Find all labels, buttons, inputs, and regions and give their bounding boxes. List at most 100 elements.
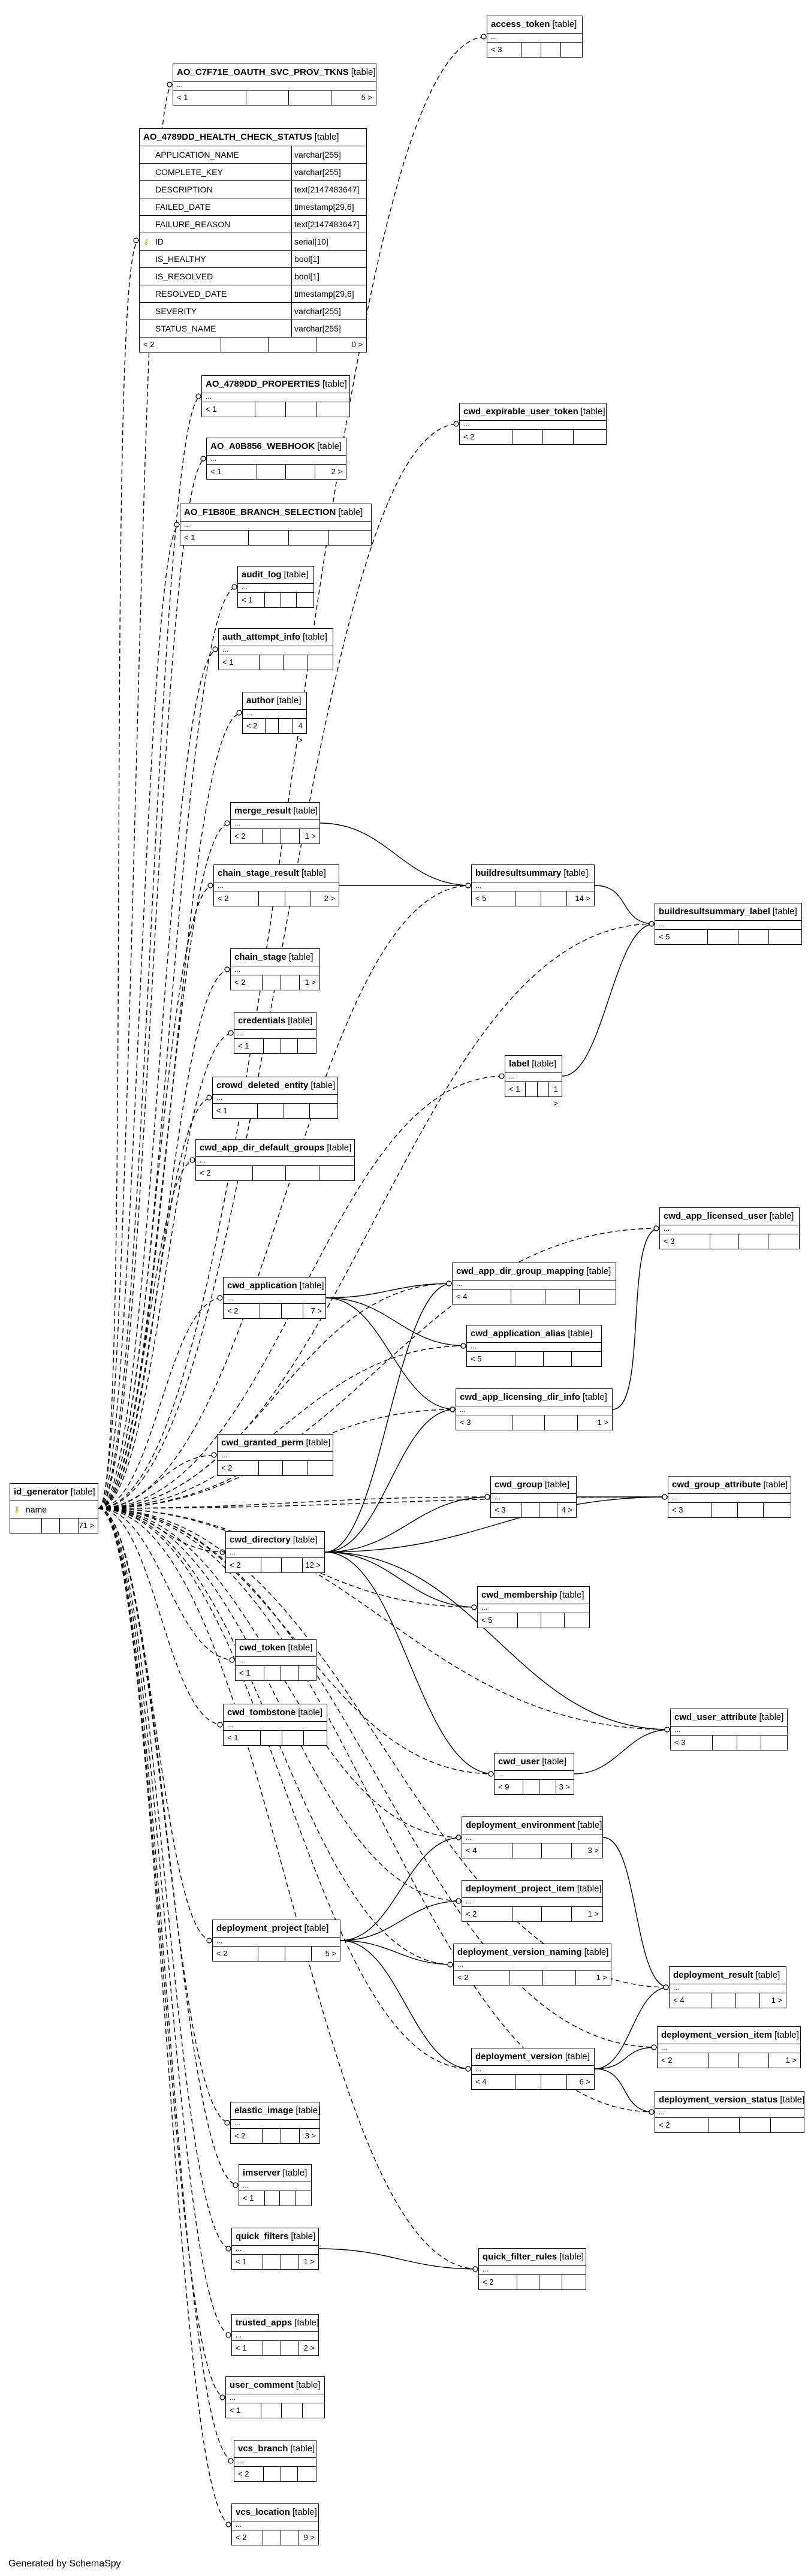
table-name[interactable]: chain_stage_result bbox=[218, 868, 299, 878]
table-name[interactable]: buildresultsummary bbox=[475, 868, 562, 878]
table-name[interactable]: deployment_version_status bbox=[659, 2095, 778, 2105]
table-auth-attempt[interactable]: auth_attempt_info[table]...< 1 bbox=[218, 628, 333, 670]
table-name[interactable]: cwd_token bbox=[239, 1643, 286, 1653]
table-name[interactable]: cwd_expirable_user_token bbox=[463, 406, 578, 417]
table-name[interactable]: AO_A0B856_WEBHOOK bbox=[210, 441, 315, 451]
table-expirable[interactable]: cwd_expirable_user_token[table]...< 2 bbox=[459, 403, 607, 445]
table-name[interactable]: cwd_application_alias bbox=[471, 1328, 566, 1339]
table-name[interactable]: quick_filters bbox=[236, 2231, 289, 2241]
table-quick-filter-rules[interactable]: quick_filter_rules[table]...< 2 bbox=[478, 2248, 586, 2290]
table-dir-group-mapping[interactable]: cwd_app_dir_group_mapping[table]...< 4 bbox=[452, 1263, 616, 1304]
table-name[interactable]: id_generator bbox=[14, 1487, 68, 1497]
table-name[interactable]: cwd_group_attribute bbox=[672, 1480, 761, 1490]
table-audit-log[interactable]: audit_log[table]...< 1 bbox=[237, 566, 314, 608]
table-credentials[interactable]: credentials[table]...< 1 bbox=[234, 1012, 316, 1054]
table-name[interactable]: cwd_granted_perm bbox=[221, 1438, 304, 1448]
table-branch-sel[interactable]: AO_F1B80E_BRANCH_SELECTION[table]...< 1 bbox=[180, 504, 372, 546]
table-oauth[interactable]: AO_C7F71E_OAUTH_SVC_PROV_TKNS[table]...<… bbox=[173, 64, 376, 106]
table-name[interactable]: vcs_branch bbox=[238, 2444, 288, 2454]
table-name[interactable]: imserver bbox=[243, 2168, 281, 2178]
table-name[interactable]: AO_F1B80E_BRANCH_SELECTION bbox=[184, 507, 336, 517]
table-granted-perm[interactable]: cwd_granted_perm[table]...< 2 bbox=[217, 1434, 333, 1476]
table-name[interactable]: user_comment bbox=[230, 2380, 294, 2390]
table-name[interactable]: deployment_project_item bbox=[466, 1884, 575, 1894]
table-name[interactable]: cwd_tombstone bbox=[227, 1707, 296, 1718]
table-name[interactable]: cwd_app_dir_default_groups bbox=[200, 1143, 325, 1153]
table-name[interactable]: chain_stage bbox=[234, 952, 287, 962]
table-name[interactable]: label bbox=[509, 1059, 530, 1069]
table-name[interactable]: author bbox=[246, 695, 275, 706]
table-name[interactable]: elastic_image bbox=[234, 2105, 294, 2116]
table-name[interactable]: cwd_user bbox=[498, 1756, 540, 1767]
table-user-comment[interactable]: user_comment[table]...< 1 bbox=[225, 2376, 325, 2418]
table-name[interactable]: AO_C7F71E_OAUTH_SVC_PROV_TKNS bbox=[177, 67, 349, 77]
table-properties[interactable]: AO_4789DD_PROPERTIES[table]...< 1 bbox=[201, 375, 350, 417]
table-name[interactable]: AO_4789DD_HEALTH_CHECK_STATUS bbox=[143, 132, 312, 142]
table-name[interactable]: deployment_version_item bbox=[661, 2030, 773, 2040]
table-name[interactable]: vcs_location bbox=[236, 2507, 290, 2517]
table-name[interactable]: deployment_version bbox=[475, 2051, 563, 2062]
table-brs-label[interactable]: buildresultsummary_label[table]...< 5 bbox=[655, 903, 802, 945]
table-name[interactable]: cwd_application bbox=[227, 1281, 297, 1291]
table-name[interactable]: deployment_project bbox=[216, 1923, 302, 1933]
table-name[interactable]: cwd_group bbox=[495, 1480, 543, 1490]
table-name[interactable]: auth_attempt_info bbox=[222, 632, 301, 642]
table-access-token[interactable]: access_token[table]...< 3 bbox=[487, 16, 583, 58]
table-name[interactable]: trusted_apps bbox=[236, 2318, 293, 2328]
table-app-alias[interactable]: cwd_application_alias[table]...< 5 bbox=[466, 1325, 602, 1367]
table-name[interactable]: deployment_version_naming bbox=[457, 1947, 582, 1957]
table-name[interactable]: audit_log bbox=[242, 570, 282, 580]
table-tombstone[interactable]: cwd_tombstone[table]...< 1 bbox=[223, 1704, 327, 1746]
table-name[interactable]: credentials bbox=[238, 1016, 286, 1026]
table-name[interactable]: crowd_deleted_entity bbox=[216, 1080, 309, 1090]
table-dep-ver-status[interactable]: deployment_version_status[table]...< 2 bbox=[655, 2091, 804, 2133]
table-name[interactable]: cwd_app_licensed_user bbox=[664, 1211, 767, 1221]
table-name[interactable]: cwd_app_dir_group_mapping bbox=[456, 1266, 584, 1276]
table-name[interactable]: buildresultsummary_label bbox=[659, 906, 770, 917]
table-cwd-token[interactable]: cwd_token[table]...< 1 bbox=[235, 1639, 316, 1681]
table-name[interactable]: cwd_directory bbox=[230, 1535, 291, 1545]
table-name[interactable]: cwd_user_attribute bbox=[674, 1712, 757, 1722]
table-licensed-user[interactable]: cwd_app_licensed_user[table]...< 3 bbox=[659, 1207, 800, 1249]
table-name[interactable]: cwd_membership bbox=[481, 1590, 557, 1600]
table-group-attribute[interactable]: cwd_group_attribute[table]...< 3 bbox=[668, 1476, 791, 1518]
table-membership[interactable]: cwd_membership[table]...< 5 bbox=[477, 1586, 590, 1628]
table-name[interactable]: AO_4789DD_PROPERTIES bbox=[206, 379, 320, 389]
table-crowd-deleted[interactable]: crowd_deleted_entity[table]...< 1 bbox=[212, 1077, 338, 1119]
table-name[interactable]: deployment_result bbox=[673, 1970, 753, 1980]
table-imserver[interactable]: imserver[table]...< 1 bbox=[239, 2164, 312, 2206]
table-name[interactable]: access_token bbox=[491, 19, 550, 29]
table-dir-default-groups[interactable]: cwd_app_dir_default_groups[table]...< 2 bbox=[195, 1139, 355, 1181]
table-health[interactable]: AO_4789DD_HEALTH_CHECK_STATUS[table]APPL… bbox=[139, 128, 367, 352]
table-vcs-branch[interactable]: vcs_branch[table]...< 2 bbox=[234, 2440, 316, 2482]
table-user-attribute[interactable]: cwd_user_attribute[table]...< 3 bbox=[670, 1709, 788, 1751]
table-name[interactable]: deployment_environment bbox=[466, 1820, 575, 1830]
table-name[interactable]: merge_result bbox=[234, 806, 291, 816]
table-name[interactable]: cwd_app_licensing_dir_info bbox=[460, 1392, 580, 1402]
table-name[interactable]: quick_filter_rules bbox=[483, 2252, 557, 2262]
